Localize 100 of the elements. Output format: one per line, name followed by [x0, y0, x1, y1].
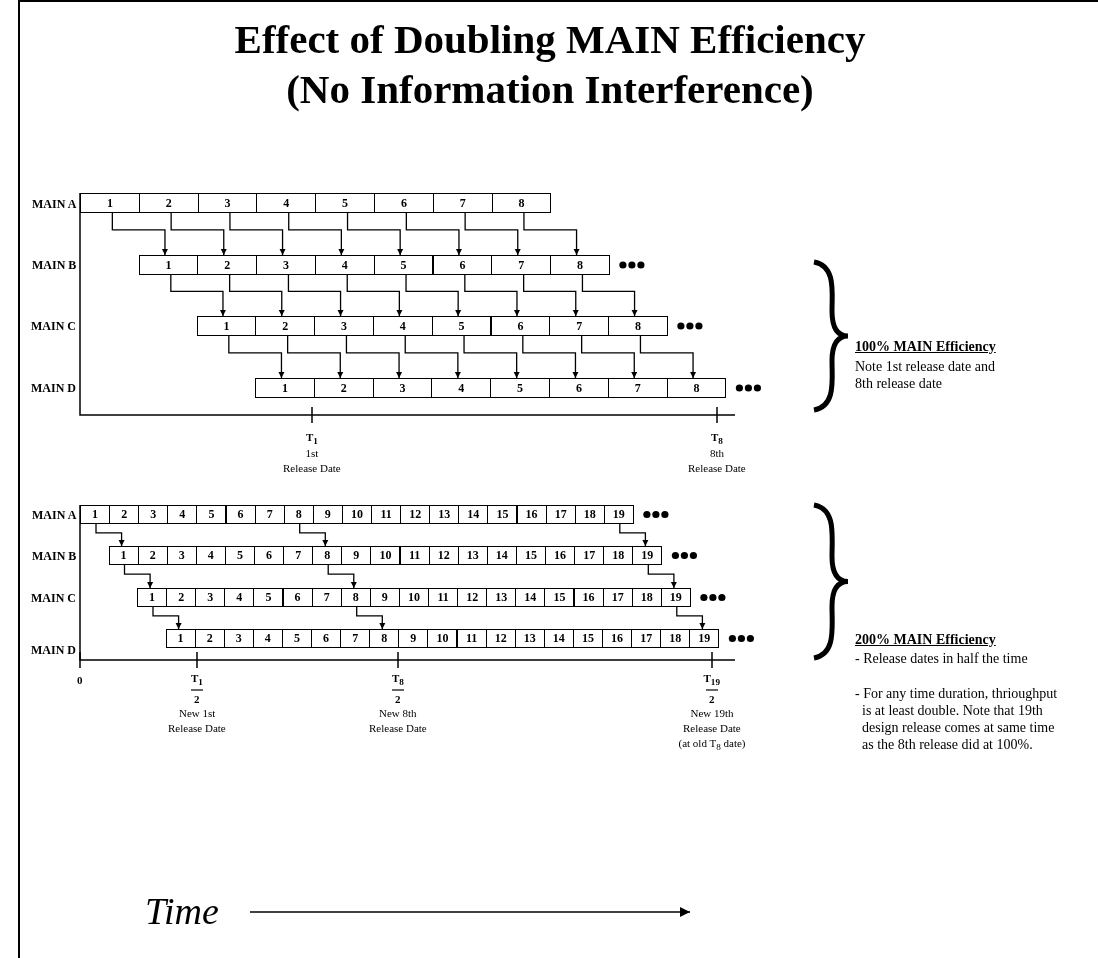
release-box: 15: [487, 505, 518, 524]
release-box: 18: [631, 588, 662, 607]
release-box: 3: [314, 316, 374, 336]
arrow: [229, 212, 286, 256]
axis-title: Time: [145, 889, 219, 933]
tick-label: 0: [77, 673, 83, 687]
release-box: 5: [315, 193, 375, 213]
release-box: 2: [313, 378, 374, 398]
row-label: MAIN D: [31, 643, 76, 657]
release-box: 17: [631, 629, 662, 648]
arrow: [299, 523, 329, 547]
release-box: 2: [194, 629, 225, 648]
release-box: 4: [314, 255, 375, 275]
release-box: 3: [197, 193, 258, 213]
release-box: 4: [252, 629, 283, 648]
row-label: MAIN B: [32, 258, 77, 272]
section-heading: 200% MAIN Efficiency: [855, 633, 996, 647]
release-box: 12: [457, 588, 488, 607]
release-box: 9: [369, 588, 400, 607]
release-box: 12: [485, 629, 516, 648]
arrow: [464, 212, 521, 256]
note-text: - For any time duration, thrioughput is at least double. Note that 19th design release comes at same time as the 8th release did at 100%.: [855, 685, 1059, 753]
release-box: 8: [369, 629, 400, 648]
release-box: 17: [574, 546, 605, 565]
arrow: [464, 274, 520, 317]
release-box: 2: [197, 255, 258, 275]
release-box: 4: [195, 546, 226, 565]
release-box: 19: [689, 629, 720, 648]
release-box: 1: [80, 193, 140, 213]
arrow: [287, 274, 344, 317]
release-box: 12: [400, 505, 431, 524]
release-box: 16: [573, 588, 604, 607]
release-box: 11: [456, 629, 487, 648]
release-box: 16: [516, 505, 547, 524]
release-box: 5: [490, 378, 550, 398]
arrow: [95, 523, 125, 547]
release-box: 4: [256, 193, 317, 213]
release-box: 7: [311, 588, 342, 607]
release-box: 10: [370, 546, 401, 565]
tick-label: T$_{8}$: [711, 430, 723, 449]
release-box: 4: [431, 378, 492, 398]
arrow: [346, 274, 403, 317]
release-box: 8: [340, 588, 371, 607]
release-box: 7: [607, 378, 668, 398]
release-box: 1: [137, 588, 168, 607]
title: Effect of Doubling MAIN Efficiency (No Information Interference): [233, 15, 867, 114]
release-box: 2: [138, 193, 199, 213]
release-box: 19: [660, 588, 691, 607]
arrow: [327, 564, 357, 589]
release-box: 6: [374, 193, 434, 213]
release-box: 6: [225, 505, 256, 524]
release-box: 4: [372, 316, 433, 336]
tick-label: T$_{8}$: [392, 671, 404, 690]
arrow: [287, 335, 344, 379]
release-box: 3: [223, 629, 254, 648]
row-label: MAIN C: [31, 591, 76, 605]
release-box: 6: [311, 629, 342, 648]
release-box: 5: [253, 588, 284, 607]
release-box: 15: [515, 546, 546, 565]
release-box: 3: [372, 378, 433, 398]
release-box: 4: [224, 588, 255, 607]
release-box: 8: [608, 316, 668, 336]
arrow: [228, 335, 285, 379]
release-box: 13: [486, 588, 517, 607]
arrow: [647, 564, 677, 589]
release-box: 3: [166, 546, 197, 565]
row-label: MAIN C: [31, 319, 76, 333]
release-box: 16: [602, 629, 633, 648]
release-box: 19: [632, 546, 663, 565]
release-box: 4: [167, 505, 198, 524]
release-box: 7: [491, 255, 552, 275]
release-box: 11: [399, 546, 430, 565]
release-box: 1: [138, 255, 199, 275]
release-box: 1: [255, 378, 315, 398]
arrow: [581, 274, 638, 317]
release-box: 8: [666, 378, 727, 398]
arrow: [619, 523, 649, 547]
release-box: 7: [254, 505, 285, 524]
arrow: [346, 212, 404, 256]
tick-label: Release Date: [369, 721, 427, 735]
arrow: [463, 335, 520, 379]
release-box: 19: [603, 505, 634, 524]
release-box: 13: [429, 505, 460, 524]
arrow: [288, 212, 345, 256]
release-box: 7: [549, 316, 610, 336]
note-text: - Release dates in half the time: [855, 650, 1028, 667]
arrow: [356, 606, 386, 630]
release-box: 3: [138, 505, 169, 524]
note-text: Note 1st release date and 8th release date: [855, 358, 996, 392]
release-box: 11: [371, 505, 402, 524]
arrow: [345, 335, 403, 379]
arrow: [523, 212, 580, 256]
arrow: [676, 606, 706, 630]
release-box: 1: [165, 629, 196, 648]
release-box: 2: [166, 588, 197, 607]
release-box: 2: [109, 505, 140, 524]
release-box: 8: [283, 505, 314, 524]
release-box: 2: [255, 316, 316, 336]
release-box: 5: [224, 546, 255, 565]
release-box: 3: [256, 255, 316, 275]
